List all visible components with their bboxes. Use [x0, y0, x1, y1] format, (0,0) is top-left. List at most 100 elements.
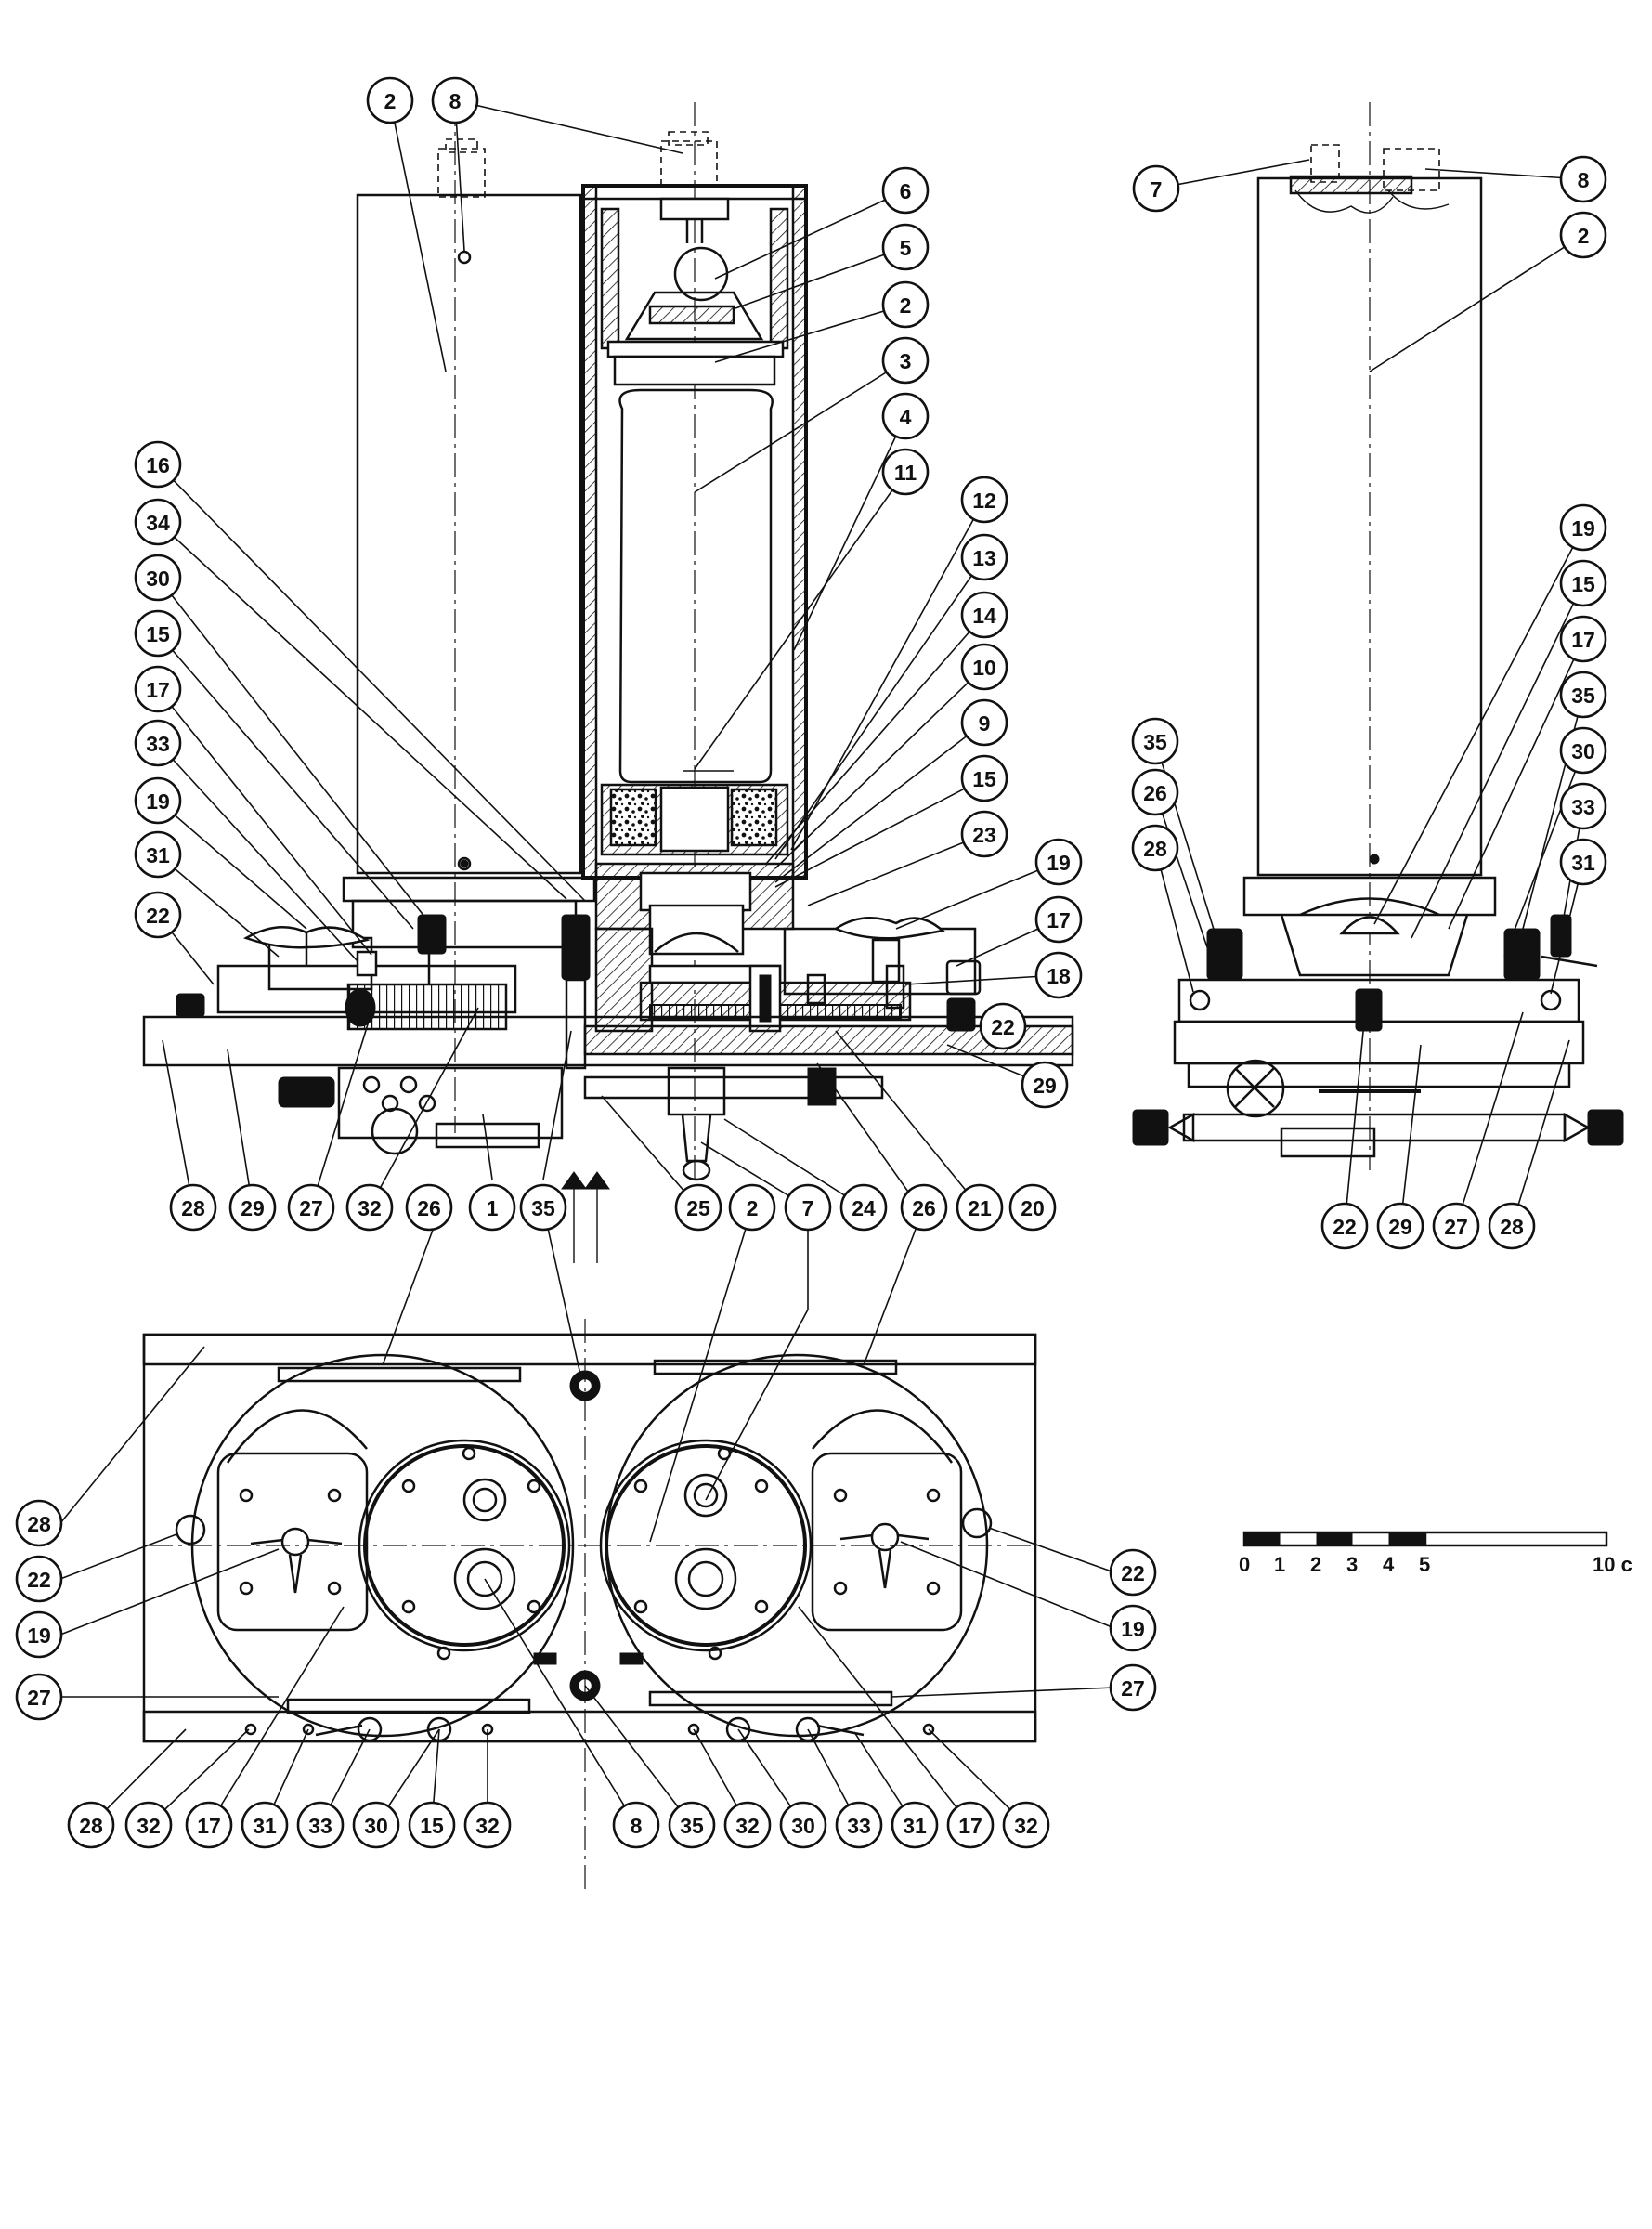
callout-plan-bottom-31: 31: [241, 1801, 289, 1849]
callout-number: 15: [972, 767, 996, 791]
scale-label-1: 1: [1274, 1553, 1285, 1576]
callout-front-bottom-25: 25: [674, 1183, 722, 1232]
callout-front-right-22: 22: [979, 1002, 1027, 1050]
callout-number: 33: [146, 732, 170, 756]
callout-number: 19: [146, 789, 170, 814]
callout-number: 2: [747, 1196, 759, 1220]
callout-number: 17: [146, 678, 170, 702]
callout-number: 27: [299, 1196, 323, 1220]
callout-number: 18: [1047, 964, 1071, 988]
callout-number: 22: [146, 904, 170, 928]
side-view: [1132, 102, 1624, 1170]
callout-front-left-30: 30: [134, 554, 182, 602]
callout-side-top-2: 2: [1559, 211, 1607, 259]
scale-label-10: 10 c: [1593, 1553, 1632, 1576]
callout-front-left-19: 19: [134, 776, 182, 825]
scale-label-3: 3: [1346, 1553, 1358, 1576]
callout-number: 32: [137, 1814, 161, 1838]
callout-number: 35: [1143, 730, 1167, 754]
scale-label-2: 2: [1310, 1553, 1321, 1576]
callout-front-right-19: 19: [1034, 838, 1083, 886]
front-section-view: [142, 102, 1074, 1263]
callout-number: 17: [958, 1814, 982, 1838]
callout-front-right-3: 3: [881, 336, 930, 385]
callout-number: 11: [894, 461, 917, 485]
callout-number: 20: [1021, 1196, 1045, 1220]
callout-front-left-22: 22: [134, 891, 182, 939]
plan-view: [142, 1319, 1037, 1895]
callout-number: 32: [735, 1814, 760, 1838]
callout-front-left-17: 17: [134, 665, 182, 713]
callout-number: 5: [900, 236, 912, 260]
callout-number: 26: [1143, 781, 1167, 805]
callout-front-bottom-24: 24: [839, 1183, 888, 1232]
callout-number: 31: [1571, 851, 1595, 875]
callout-number: 8: [449, 89, 462, 113]
callout-front-right-2: 2: [881, 280, 930, 329]
callout-plan-bottom-17: 17: [946, 1801, 995, 1849]
callout-plan-bottom-32: 32: [463, 1801, 512, 1849]
callout-number: 2: [900, 293, 912, 318]
callout-number: 4: [900, 405, 912, 429]
callout-number: 35: [680, 1814, 704, 1838]
callout-plan-bottom-32: 32: [1002, 1801, 1050, 1849]
scale-label-4: 4: [1383, 1553, 1395, 1576]
callout-number: 12: [972, 489, 996, 513]
callout-number: 27: [27, 1686, 51, 1710]
callout-number: 30: [146, 567, 170, 591]
callout-number: 15: [146, 622, 170, 646]
callout-number: 6: [900, 179, 912, 203]
callout-side-right-30: 30: [1559, 726, 1607, 775]
callout-side-bottom-29: 29: [1376, 1202, 1424, 1250]
callout-front-bottom-35: 35: [519, 1183, 567, 1232]
callout-front-right-17: 17: [1034, 895, 1083, 944]
callout-number: 15: [1571, 572, 1595, 596]
callout-plan-bottom-32: 32: [723, 1801, 772, 1849]
callout-front-right-6: 6: [881, 166, 930, 215]
callout-number: 23: [972, 823, 996, 847]
callout-side-bottom-28: 28: [1488, 1202, 1536, 1250]
callout-number: 24: [852, 1196, 876, 1220]
callout-front-right-13: 13: [960, 533, 1008, 581]
callout-number: 2: [384, 89, 397, 113]
callout-side-left-28: 28: [1131, 824, 1179, 872]
callout-front-left-33: 33: [134, 719, 182, 767]
callout-front-bottom-26: 26: [900, 1183, 948, 1232]
callout-number: 32: [1014, 1814, 1038, 1838]
callout-number: 1: [487, 1196, 499, 1220]
callout-front-right-18: 18: [1034, 951, 1083, 999]
callout-front-bottom-32: 32: [345, 1183, 394, 1232]
callout-number: 27: [1121, 1676, 1145, 1701]
callout-side-right-31: 31: [1559, 838, 1607, 886]
callout-number: 35: [531, 1196, 555, 1220]
callout-number: 8: [1578, 168, 1590, 192]
scale-bar: 0 1 2 3 4 5 10 c: [1239, 1531, 1632, 1576]
callout-plan-left-22: 22: [15, 1555, 63, 1603]
callout-number: 15: [420, 1814, 444, 1838]
callout-number: 32: [358, 1196, 382, 1220]
callout-plan-bottom-32: 32: [124, 1801, 173, 1849]
callout-front-bottom-21: 21: [956, 1183, 1004, 1232]
callout-number: 21: [968, 1196, 992, 1220]
callout-number: 16: [146, 453, 170, 477]
callout-front-right-5: 5: [881, 223, 930, 271]
callout-number: 35: [1571, 684, 1595, 708]
callout-front-bottom-7: 7: [784, 1183, 832, 1232]
callout-number: 28: [181, 1196, 205, 1220]
callout-plan-left-19: 19: [15, 1610, 63, 1659]
callout-number: 31: [903, 1814, 927, 1838]
callout-plan-left-27: 27: [15, 1673, 63, 1721]
callout-plan-bottom-35: 35: [668, 1801, 716, 1849]
callout-front-bottom-28: 28: [169, 1183, 217, 1232]
callout-number: 13: [972, 546, 996, 570]
callout-number: 22: [1121, 1561, 1145, 1585]
callout-front-right-11: 11: [881, 448, 930, 496]
callout-side-bottom-27: 27: [1432, 1202, 1480, 1250]
callout-plan-bottom-28: 28: [67, 1801, 115, 1849]
callout-front-top-2: 2: [366, 76, 414, 124]
callout-number: 33: [847, 1814, 871, 1838]
callout-number: 34: [146, 511, 170, 535]
callout-front-right-4: 4: [881, 392, 930, 440]
callout-number: 28: [1500, 1215, 1524, 1239]
